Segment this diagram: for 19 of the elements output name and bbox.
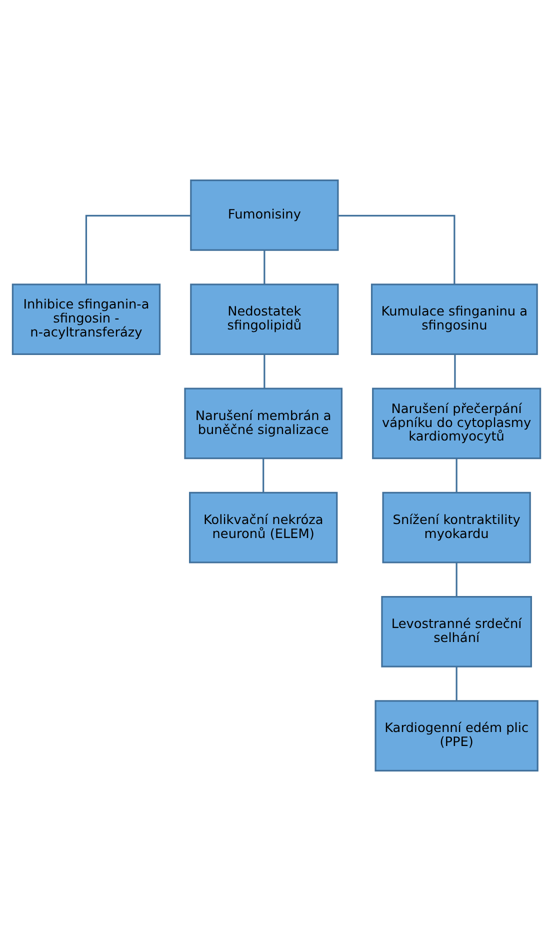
node-box: Nedostatek sfingolipidů — [190, 284, 339, 355]
node-box: Narušení přečerpání vápníku do cytoplasmy kardiomyocytů — [372, 388, 542, 460]
node-box: Kumulace sfinganinu a sfingosinu — [370, 284, 538, 355]
connector — [85, 214, 190, 284]
connector — [456, 666, 458, 701]
connector — [338, 214, 456, 284]
node-box: Kolikvační nekróza neuronů (ELEM) — [189, 492, 338, 564]
node-box: Narušení membrán a buněčné signalizace — [184, 388, 343, 460]
node-box: Snížení kontraktility myokardu — [382, 492, 531, 564]
connector — [264, 250, 266, 284]
node-box: Levostranné srdeční selhání — [381, 596, 532, 668]
node-box: Fumonisiny — [190, 179, 339, 251]
node-box: Inhibice sfinganin-a sfingosin - n-acyltransferázy — [12, 284, 161, 355]
connector — [262, 458, 264, 493]
node-box: Kardiogenní edém plic (PPE) — [374, 700, 538, 772]
connector — [456, 458, 458, 493]
connector — [264, 354, 266, 388]
connector — [454, 354, 456, 388]
connector — [456, 562, 458, 597]
